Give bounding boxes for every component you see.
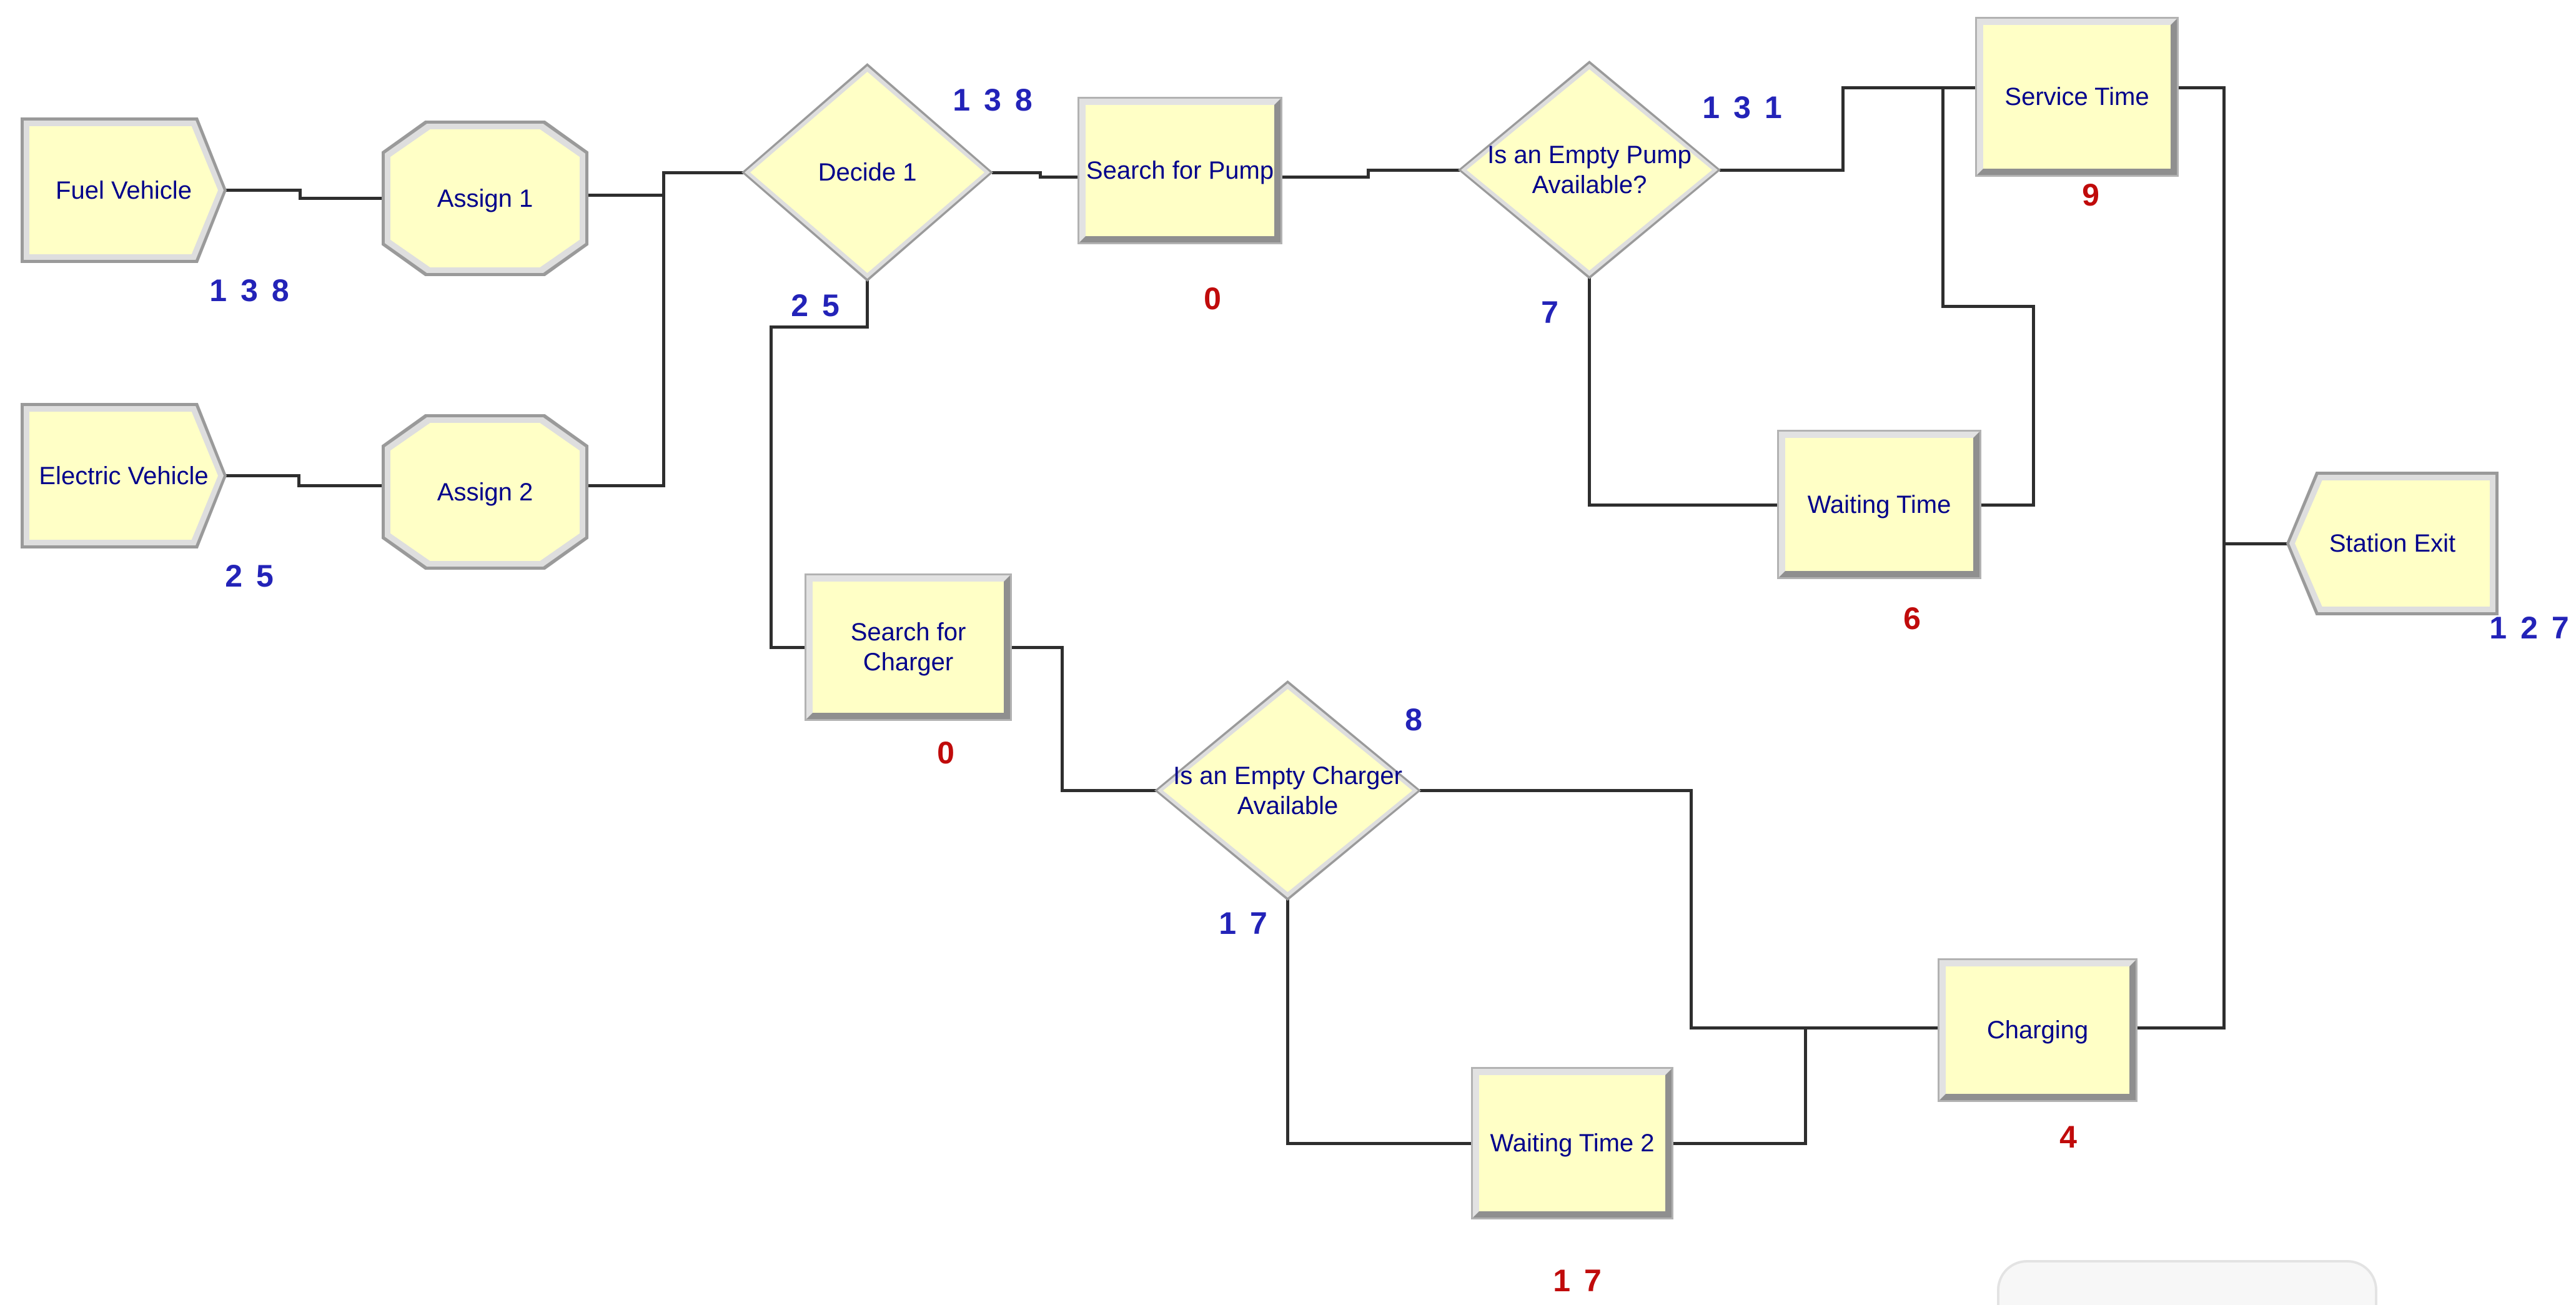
conn-decide1-to-searchpump-seg-0 (992, 171, 1042, 174)
assign-1[interactable]: Assign 1 (382, 121, 588, 276)
conn-decide1-to-searchpump-seg-2 (1039, 176, 1081, 179)
conn-waitingtime-return-seg-1 (2032, 305, 2035, 507)
assign-1-l3 (390, 129, 580, 267)
bottom-right-panel (1997, 1260, 2377, 1305)
conn-pumpdecide-to-servicetime-seg-0 (1720, 169, 1845, 172)
charging[interactable]: Charging (1939, 960, 2136, 1100)
count-station-exit: 127 (2489, 610, 2576, 645)
count-decide-1-false: 25 (791, 288, 853, 323)
electric-vehicle-l3 (29, 412, 218, 540)
conn-assign1-to-bus-seg-0 (587, 194, 665, 197)
conn-electric-to-assign2-seg-0 (225, 474, 300, 477)
is-an-empty-charger-available[interactable]: Is an Empty Charger Available (1154, 680, 1421, 901)
count-search-for-pump: 0 (1204, 281, 1235, 316)
search-for-pump-label: Search for Pump (1086, 157, 1274, 184)
waiting-time-2[interactable]: Waiting Time 2 (1473, 1069, 1672, 1218)
electric-vehicle[interactable]: Electric Vehicle (21, 403, 227, 548)
conn-waitingtime2-to-charging-seg-0 (1670, 1142, 1807, 1145)
conn-searchcharger-to-chargerdecide-seg-1 (1061, 646, 1064, 792)
count-search-for-charger: 0 (937, 735, 968, 770)
conn-decide1-to-searchcharger-seg-2 (770, 325, 773, 649)
conn-searchcharger-to-chargerdecide-seg-0 (1009, 646, 1064, 649)
assign-2-l3 (390, 423, 580, 561)
conn-chargerdecide-to-waitingtime2-seg-1 (1286, 1142, 1475, 1145)
is-an-empty-pump-available-l3 (1467, 69, 1712, 270)
conn-searchpump-to-pumpdecide-seg-0 (1279, 176, 1370, 179)
is-an-empty-charger-available-l3 (1163, 689, 1412, 892)
conn-chargerdecide-to-charging-seg-2 (1690, 1026, 1941, 1030)
conn-servicetime-to-exitline-seg-0 (2176, 86, 2226, 89)
station-exit[interactable]: Station Exit (2286, 472, 2499, 615)
count-charger-available-false: 17 (1219, 906, 1281, 941)
conn-charging-to-exitline-seg-0 (2134, 1026, 2226, 1030)
conn-searchcharger-to-chargerdecide-seg-2 (1061, 789, 1156, 792)
conn-waitingtime-return-seg-3 (1941, 86, 1944, 308)
conn-assign2-to-decide1-seg-1 (662, 171, 665, 487)
conn-chargerdecide-to-charging-seg-1 (1690, 789, 1693, 1030)
conn-exitline-to-stationexit-seg-0 (2222, 542, 2296, 545)
service-time[interactable]: Service Time (1977, 19, 2177, 175)
fuel-vehicle[interactable]: Fuel Vehicle (21, 117, 227, 263)
conn-fuel-to-assign1-seg-2 (299, 197, 384, 200)
conn-chargerdecide-to-waitingtime2-seg-0 (1286, 900, 1289, 1145)
conn-assign2-to-decide1-seg-2 (662, 171, 743, 174)
count-charging: 4 (2059, 1119, 2091, 1154)
conn-pumpdecide-to-servicetime-seg-1 (1841, 86, 1845, 172)
conn-assign2-to-decide1-seg-0 (587, 484, 665, 487)
conn-electric-to-assign2-seg-2 (297, 484, 384, 487)
conn-pumpdecide-to-servicetime-seg-2 (1841, 86, 1979, 89)
count-waiting-time: 6 (1903, 601, 1934, 636)
conn-waitingtime-return-seg-0 (1978, 504, 2035, 507)
count-waiting-time-2: 17 (1553, 1263, 1615, 1298)
assign-2[interactable]: Assign 2 (382, 414, 588, 570)
fuel-vehicle-l3 (29, 126, 218, 254)
conn-chargerdecide-to-charging-seg-0 (1420, 789, 1693, 792)
count-electric-vehicle: 25 (225, 558, 287, 593)
conn-servicetime-to-exitline-seg-1 (2222, 86, 2226, 1030)
search-for-charger[interactable]: Search for Charger (806, 575, 1010, 719)
waiting-time-label: Waiting Time (1807, 490, 1951, 519)
count-fuel-vehicle: 138 (209, 273, 303, 308)
conn-decide1-to-searchcharger-seg-1 (770, 325, 869, 329)
search-for-charger-label: Search for Charger (850, 618, 966, 676)
service-time-label: Service Time (2004, 83, 2149, 111)
count-pump-available-false: 7 (1541, 295, 1572, 330)
conn-waitingtime-return-seg-2 (1941, 305, 2035, 308)
count-decide-1-true: 138 (953, 82, 1046, 117)
count-service-time: 9 (2082, 177, 2113, 212)
charging-label: Charging (1986, 1016, 2089, 1044)
conn-searchpump-to-pumpdecide-seg-2 (1367, 169, 1460, 172)
waiting-time-2-label: Waiting Time 2 (1490, 1129, 1655, 1157)
count-charger-available-true: 8 (1405, 702, 1436, 737)
waiting-time[interactable]: Waiting Time (1779, 432, 1979, 577)
decide-1-l3 (750, 72, 984, 273)
search-for-pump[interactable]: Search for Pump (1079, 99, 1281, 242)
conn-fuel-to-assign1-seg-1 (299, 189, 302, 200)
conn-fuel-to-assign1-seg-0 (225, 189, 302, 192)
conn-electric-to-assign2-seg-1 (297, 474, 300, 487)
conn-pumpdecide-to-waitingtime-seg-1 (1588, 504, 1781, 507)
conn-decide1-to-searchcharger-seg-0 (866, 280, 869, 329)
count-pump-available-true: 131 (1702, 90, 1796, 125)
conn-pumpdecide-to-waitingtime-seg-0 (1588, 278, 1591, 507)
conn-searchpump-to-pumpdecide-seg-1 (1367, 169, 1370, 179)
station-exit-l3 (2295, 480, 2490, 607)
conn-decide1-to-searchcharger-seg-3 (770, 646, 808, 649)
is-an-empty-pump-available[interactable]: Is an Empty Pump Available? (1458, 61, 1721, 279)
conn-decide1-to-searchpump-seg-1 (1039, 171, 1042, 179)
decide-1[interactable]: Decide 1 (741, 63, 993, 282)
conn-waitingtime2-to-charging-seg-1 (1804, 1026, 1807, 1145)
